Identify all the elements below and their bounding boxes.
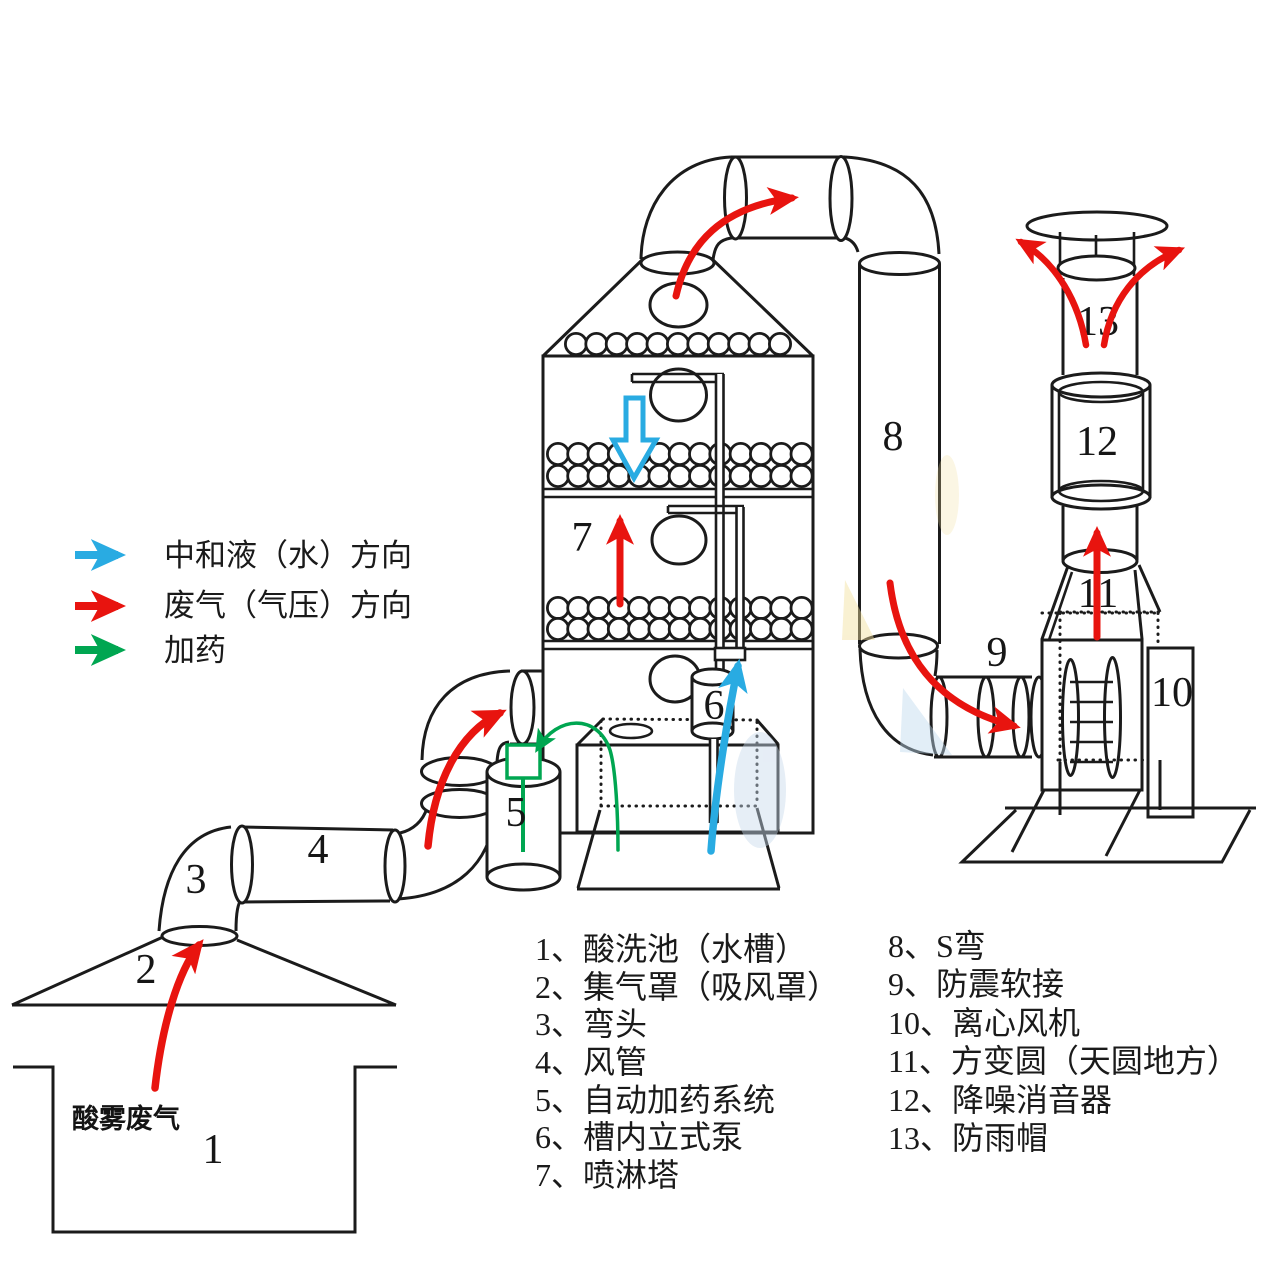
water-tank (575, 717, 781, 891)
spray-tower-7 (541, 250, 815, 835)
list-item-9: 9、防震软接 (888, 966, 1064, 1002)
gas-flow-arrow-icon-hood (151, 939, 204, 1092)
label-part-10: 10 (1151, 670, 1193, 716)
label-part-9: 9 (987, 630, 1008, 676)
water-flow-arrow-icon-pump (707, 658, 748, 855)
spray-piping (630, 372, 747, 674)
source-gas-label: 酸雾废气 (72, 1103, 180, 1134)
list-item-11: 11、方变圆（天圆地方） (888, 1043, 1239, 1079)
label-part-12: 12 (1076, 419, 1118, 465)
list-item-1: 1、酸洗池（水槽） (535, 931, 807, 967)
legend-label-water: 中和液（水）方向 (164, 538, 412, 573)
label-part-1: 1 (203, 1127, 224, 1173)
parts-list: 1、酸洗池（水槽） 2、集气罩（吸风罩） 3、弯头 4、风管 5、自动加药系统 … (535, 928, 1239, 1193)
gas-collection-hood-2 (11, 925, 397, 1007)
list-item-4: 4、风管 (535, 1044, 647, 1080)
list-item-12: 12、降噪消音器 (888, 1082, 1112, 1118)
auto-dosing-system-5 (485, 743, 562, 892)
label-part-7: 7 (572, 515, 593, 561)
list-item-10: 10、离心风机 (888, 1005, 1080, 1041)
dosing-pump (505, 743, 542, 780)
label-part-6: 6 (704, 683, 725, 729)
impeller-right (1103, 656, 1122, 779)
label-part-8: 8 (883, 414, 904, 460)
rain-cap-13 (1025, 210, 1169, 282)
list-item-6: 6、槽内立式泵 (535, 1119, 743, 1155)
legend: 中和液（水）方向 废气（气压）方向 加药 (75, 538, 412, 668)
watermark (734, 455, 959, 848)
gas-flow-arrow-icon-cap-left (1015, 238, 1090, 349)
gas-flow-arrow-icon-to-fan (886, 579, 1021, 734)
gas-flow-arrow-icon-inlet (424, 709, 507, 850)
list-item-7: 7、喷淋塔 (535, 1157, 679, 1193)
fan-motor-box (1146, 646, 1195, 819)
part-number-labels: 1 2 3 4 5 6 7 8 9 10 11 12 13 酸雾废气 (72, 299, 1193, 1173)
label-part-5: 5 (506, 790, 527, 836)
flow-arrows (151, 187, 1186, 1092)
gas-flow-arrow-icon-outlet (672, 187, 799, 300)
silencer-12 (1050, 371, 1152, 511)
air-duct-4 (230, 824, 407, 905)
impeller-left (1061, 658, 1080, 777)
legend-label-dosing: 加药 (164, 633, 226, 668)
fan-base-platform (958, 760, 1256, 864)
label-part-3: 3 (186, 857, 207, 903)
legend-label-gas: 废气（气压）方向 (164, 588, 412, 623)
exhaust-stack (1025, 210, 1169, 560)
list-item-2: 2、集气罩（吸风罩） (535, 969, 839, 1005)
list-item-3: 3、弯头 (535, 1006, 647, 1042)
gas-flow-arrow-icon-cap-right (1100, 246, 1186, 349)
list-item-13: 13、防雨帽 (888, 1120, 1048, 1156)
label-part-2: 2 (136, 947, 157, 993)
list-item-5: 5、自动加药系统 (535, 1082, 775, 1118)
label-part-4: 4 (308, 827, 329, 873)
list-item-8: 8、S弯 (888, 928, 986, 964)
dosing-flow-hose-icon (535, 721, 620, 852)
water-flow-arrow-icon-down (608, 395, 661, 484)
acid-wash-tank-1 (13, 1065, 397, 1234)
